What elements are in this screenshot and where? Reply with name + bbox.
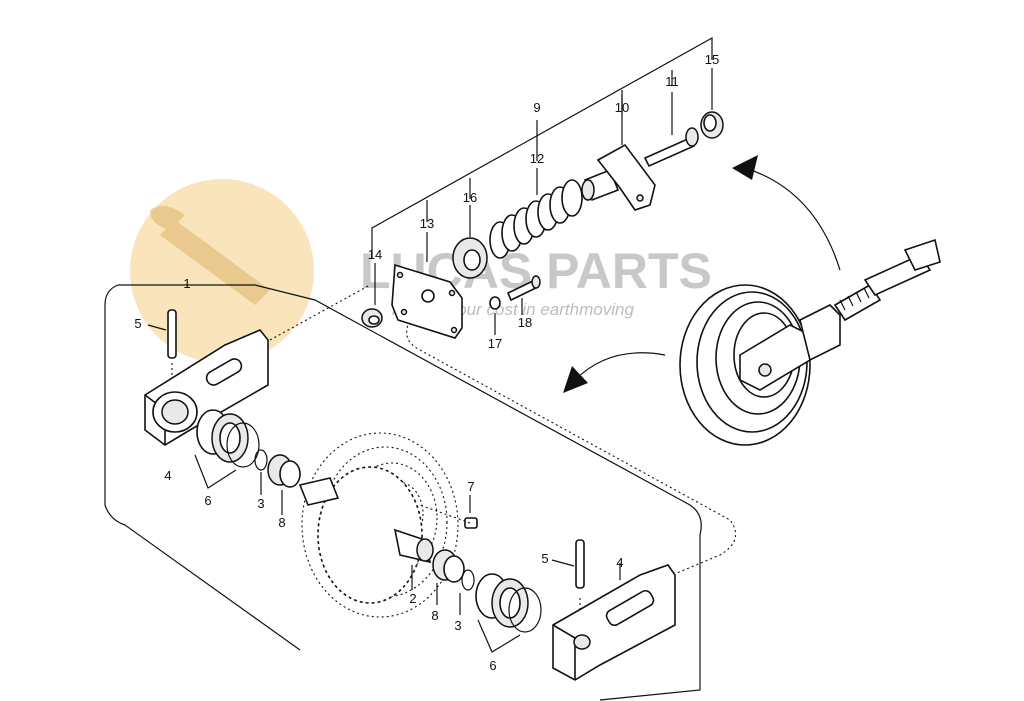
bracket-right-part-4 [552, 564, 676, 681]
washer-part-16 [452, 237, 488, 279]
assembly-bracket-left [104, 284, 301, 651]
assembly-bracket-line [118, 284, 702, 701]
callout-labels: 1 2 3 3 4 4 5 5 6 6 7 8 8 9 10 11 12 13 … [134, 52, 719, 673]
callout-6-left: 6 [204, 493, 211, 508]
oring-right-part-3 [461, 569, 475, 591]
callout-10: 10 [615, 100, 629, 115]
oring-left-part-3 [254, 449, 268, 471]
pin-right-part-5 [575, 539, 585, 589]
callout-11: 11 [665, 74, 679, 89]
callout-4-right: 4 [616, 555, 623, 570]
callout-4-left: 4 [164, 468, 171, 483]
callout-9: 9 [533, 100, 540, 115]
group-bracket-line [371, 36, 713, 258]
callout-16: 16 [463, 190, 477, 205]
idler-wheel-part-2 [298, 432, 459, 618]
plug-part-7 [464, 495, 478, 529]
callout-15: 15 [705, 52, 719, 67]
bracket-left-part-4 [144, 329, 269, 446]
washer-part-17 [489, 296, 501, 310]
watermark-logo [130, 179, 314, 363]
callout-3-left: 3 [257, 496, 264, 511]
callout-5-right: 5 [541, 551, 548, 566]
cap-part-15 [700, 111, 724, 139]
bolt-part-11 [643, 127, 699, 168]
bushing-right-part-8 [432, 549, 465, 583]
callout-8-right: 8 [431, 608, 438, 623]
bushing-left-part-8 [267, 454, 301, 488]
callout-8-left: 8 [278, 515, 285, 530]
yoke-part-10 [581, 143, 656, 211]
pin-left-part-5 [167, 309, 177, 359]
callout-13: 13 [420, 216, 434, 231]
dotted-link-2 [406, 299, 737, 579]
spring-part-12 [489, 179, 583, 259]
seal-right-part-6 [475, 573, 542, 633]
bolt-part-18 [506, 275, 541, 302]
callout-3-right: 3 [454, 618, 461, 633]
callout-14: 14 [368, 247, 382, 262]
callout-12: 12 [530, 151, 544, 166]
callout-18: 18 [518, 315, 532, 330]
nut-part-14 [361, 308, 383, 328]
callout-2: 2 [409, 591, 416, 606]
dotted-link-1 [269, 284, 371, 341]
callout-5-left: 5 [134, 316, 141, 331]
arrow-up [744, 167, 841, 271]
callout-17: 17 [488, 336, 502, 351]
assembled-idler-view [679, 238, 941, 446]
callout-1: 1 [183, 276, 190, 291]
callout-7: 7 [467, 479, 474, 494]
seal-left-part-6 [196, 409, 260, 468]
plate-part-13 [391, 263, 463, 339]
callout-6-right: 6 [489, 658, 496, 673]
arrow-down [574, 352, 666, 381]
